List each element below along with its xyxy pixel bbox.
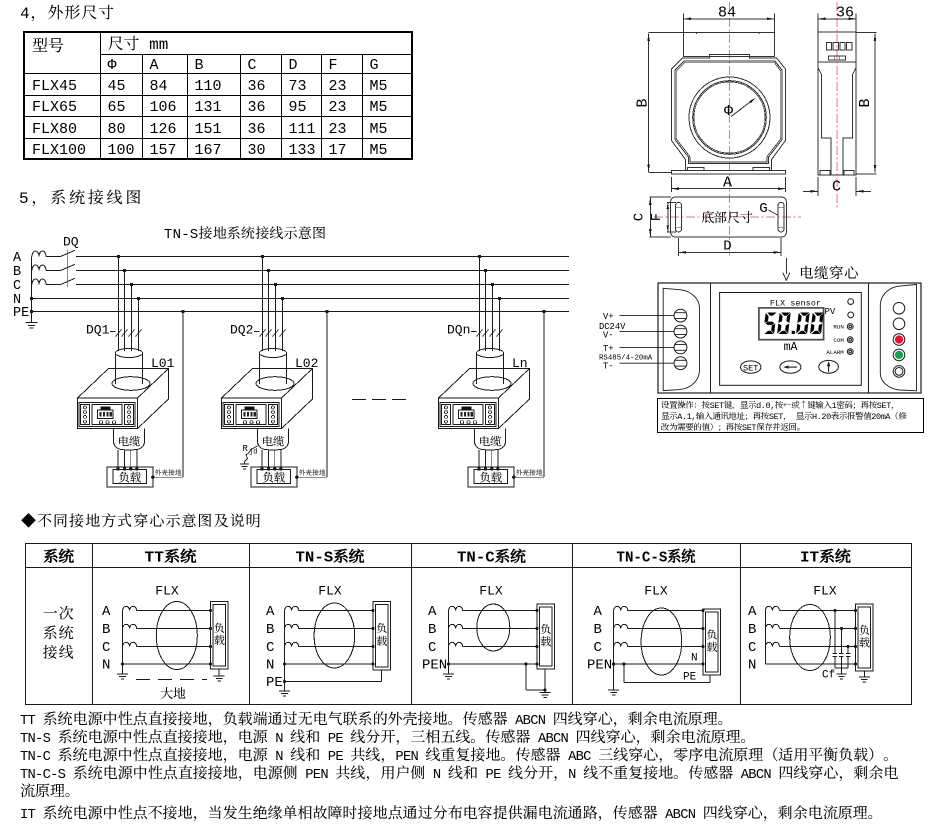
svg-text:B: B (857, 98, 874, 107)
svg-text:DQ2: DQ2 (230, 323, 253, 338)
svg-text:TN-C-S系统: TN-C-S系统 (617, 546, 697, 567)
svg-text:RS485/4-20mA: RS485/4-20mA (599, 355, 653, 363)
svg-text:jd: jd (249, 449, 257, 457)
svg-text:TN-S系统: TN-S系统 (296, 546, 366, 567)
svg-text:电缆穿心: 电缆穿心 (799, 262, 859, 281)
svg-text:PEN: PEN (587, 658, 612, 674)
svg-text:G: G (759, 201, 767, 217)
svg-text:FLX: FLX (318, 584, 342, 599)
svg-text:Cf: Cf (822, 670, 835, 682)
svg-text:负: 负 (214, 620, 225, 636)
svg-text:一次: 一次 (43, 603, 75, 624)
svg-text:FLX: FLX (479, 584, 503, 599)
svg-text:外壳接地: 外壳接地 (155, 467, 182, 477)
svg-text:底部尺寸: 底部尺寸 (701, 207, 753, 226)
svg-text:COM: COM (833, 337, 844, 344)
svg-text:A: A (102, 604, 111, 620)
svg-text:mA: mA (784, 341, 798, 354)
svg-text:PE: PE (266, 675, 283, 691)
svg-text:R: R (243, 444, 249, 454)
svg-text:载: 载 (859, 635, 871, 651)
svg-text:A: A (266, 604, 275, 620)
svg-text:电缆: 电缆 (262, 434, 285, 450)
svg-text:Ln: Ln (512, 356, 528, 371)
svg-text:PE: PE (683, 672, 697, 684)
svg-text:A: A (13, 251, 22, 266)
svg-text:载: 载 (376, 633, 388, 649)
svg-text:负: 负 (859, 622, 870, 638)
svg-text:N: N (748, 658, 756, 674)
svg-text:大地: 大地 (160, 683, 186, 702)
svg-text:A: A (723, 174, 732, 191)
svg-text:N: N (691, 653, 698, 665)
svg-text:DC24V: DC24V (599, 322, 626, 332)
svg-text:负载: 负载 (118, 470, 141, 486)
svg-text:载: 载 (706, 639, 718, 655)
svg-text:C: C (832, 178, 841, 195)
svg-text:L02: L02 (295, 356, 318, 371)
svg-text:B: B (748, 622, 756, 638)
svg-text:F: F (649, 213, 665, 221)
svg-text:B: B (635, 98, 652, 107)
svg-text:A: A (428, 604, 437, 620)
svg-text:A: A (748, 604, 757, 620)
svg-text:FLX: FLX (155, 584, 179, 599)
svg-text:T-: T- (603, 361, 614, 371)
svg-text:B: B (594, 622, 602, 638)
svg-text:A: A (594, 604, 603, 620)
svg-text:DQ1: DQ1 (86, 323, 110, 338)
svg-text:V+: V+ (603, 312, 614, 322)
svg-text:负: 负 (540, 621, 551, 637)
svg-text:N: N (102, 658, 110, 674)
svg-text:接线: 接线 (43, 642, 75, 663)
svg-text:ALARM: ALARM (826, 349, 844, 356)
svg-text:B: B (266, 622, 274, 638)
svg-text:载: 载 (214, 632, 226, 648)
svg-text:V-: V- (603, 330, 614, 340)
svg-text:Φ: Φ (724, 103, 733, 120)
svg-text:PEN: PEN (422, 658, 447, 674)
svg-text:C: C (594, 640, 602, 656)
svg-text:负载: 负载 (262, 470, 285, 486)
svg-text:B: B (13, 265, 21, 280)
svg-text:FLX sensor: FLX sensor (770, 300, 821, 309)
svg-text:PE: PE (13, 306, 29, 321)
svg-text:C: C (266, 640, 274, 656)
svg-text:36: 36 (836, 5, 854, 22)
svg-text:IT系统: IT系统 (800, 546, 852, 567)
svg-text:电缆: 电缆 (118, 434, 141, 450)
svg-text:N: N (266, 658, 274, 674)
svg-text:FLX: FLX (813, 584, 837, 599)
svg-text:T+: T+ (603, 344, 614, 354)
svg-text:N: N (13, 293, 21, 308)
svg-text:RUN: RUN (833, 324, 844, 331)
svg-text:D: D (723, 239, 731, 255)
svg-text:外壳接地: 外壳接地 (299, 467, 326, 477)
svg-text:DQ: DQ (63, 235, 79, 250)
svg-text:电缆: 电缆 (479, 434, 502, 450)
svg-text:FLX: FLX (644, 584, 668, 599)
svg-text:载: 载 (540, 634, 552, 650)
svg-text:系统: 系统 (43, 622, 75, 643)
svg-text:C: C (632, 213, 648, 221)
svg-text:B: B (428, 622, 436, 638)
svg-text:负: 负 (706, 627, 717, 643)
svg-text:SET: SET (743, 363, 758, 373)
svg-text:C: C (748, 640, 756, 656)
svg-text:C: C (13, 279, 21, 294)
svg-text:系统: 系统 (43, 546, 75, 567)
svg-text:B: B (102, 622, 110, 638)
svg-text:TT系统: TT系统 (145, 546, 198, 567)
svg-text:负: 负 (376, 620, 387, 636)
svg-text:L01: L01 (151, 356, 175, 371)
svg-text:PV: PV (825, 307, 836, 317)
svg-text:负载: 负载 (479, 470, 502, 486)
svg-text:84: 84 (718, 5, 736, 22)
svg-text:TN-C系统: TN-C系统 (457, 546, 527, 567)
svg-text:DQn: DQn (447, 323, 470, 338)
svg-text:C: C (102, 640, 110, 656)
svg-text:C: C (428, 640, 436, 656)
svg-text:外壳接地: 外壳接地 (516, 467, 543, 477)
